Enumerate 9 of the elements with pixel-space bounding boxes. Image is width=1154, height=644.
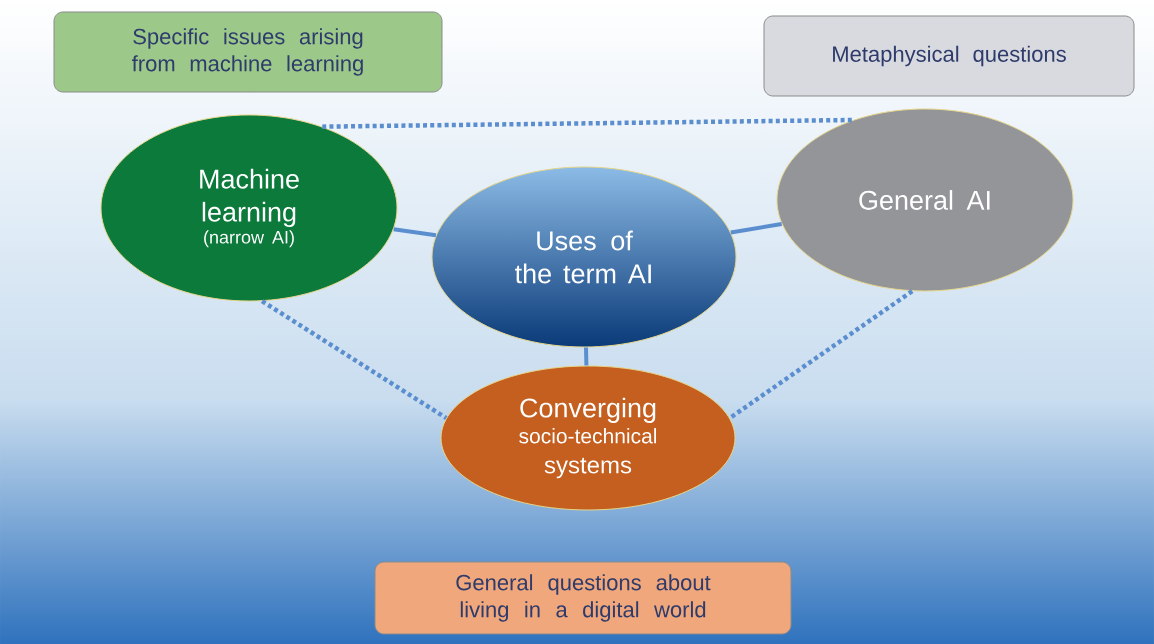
connector-line: [730, 221, 782, 235]
connector-line: [584, 347, 589, 366]
note-box: Metaphysical questions: [763, 15, 1135, 97]
note-box: General questions about living in a digital world: [374, 561, 792, 635]
dotted-connector: [322, 117, 853, 129]
dotted-connector: [260, 299, 448, 420]
dotted-connector: [728, 289, 914, 420]
note-box: Specific issues arising from machine learning: [53, 11, 443, 93]
connector-line: [393, 227, 437, 238]
